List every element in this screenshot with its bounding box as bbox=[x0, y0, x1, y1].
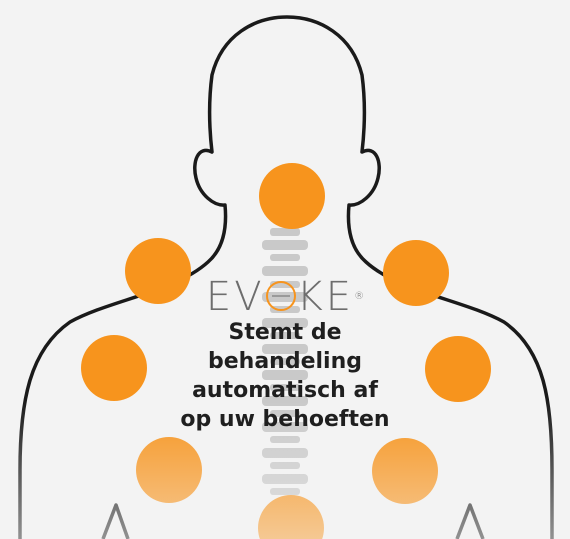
caption: Stemt de behandeling automatisch af op u… bbox=[160, 318, 410, 434]
registered-mark: ® bbox=[354, 291, 364, 302]
caption-line: op uw behoeften bbox=[160, 405, 410, 434]
right-arm-line bbox=[457, 505, 483, 539]
logo-text-pre: EV bbox=[206, 274, 265, 320]
massage-point-right-shoulder bbox=[425, 336, 491, 402]
evoke-logo: EV KE® bbox=[0, 277, 570, 317]
logo-text-post: KE bbox=[297, 274, 355, 320]
massage-point-right-lower-back bbox=[372, 438, 438, 504]
massage-point-left-lower-back bbox=[136, 437, 202, 503]
caption-line: behandeling bbox=[160, 347, 410, 376]
massage-point-spine-base bbox=[258, 495, 324, 539]
massage-point-left-shoulder bbox=[81, 335, 147, 401]
massage-point-neck bbox=[259, 163, 325, 229]
left-arm-line bbox=[103, 505, 128, 539]
caption-line: Stemt de bbox=[160, 318, 410, 347]
caption-line: automatisch af bbox=[160, 376, 410, 405]
logo-o-mark bbox=[266, 281, 296, 311]
